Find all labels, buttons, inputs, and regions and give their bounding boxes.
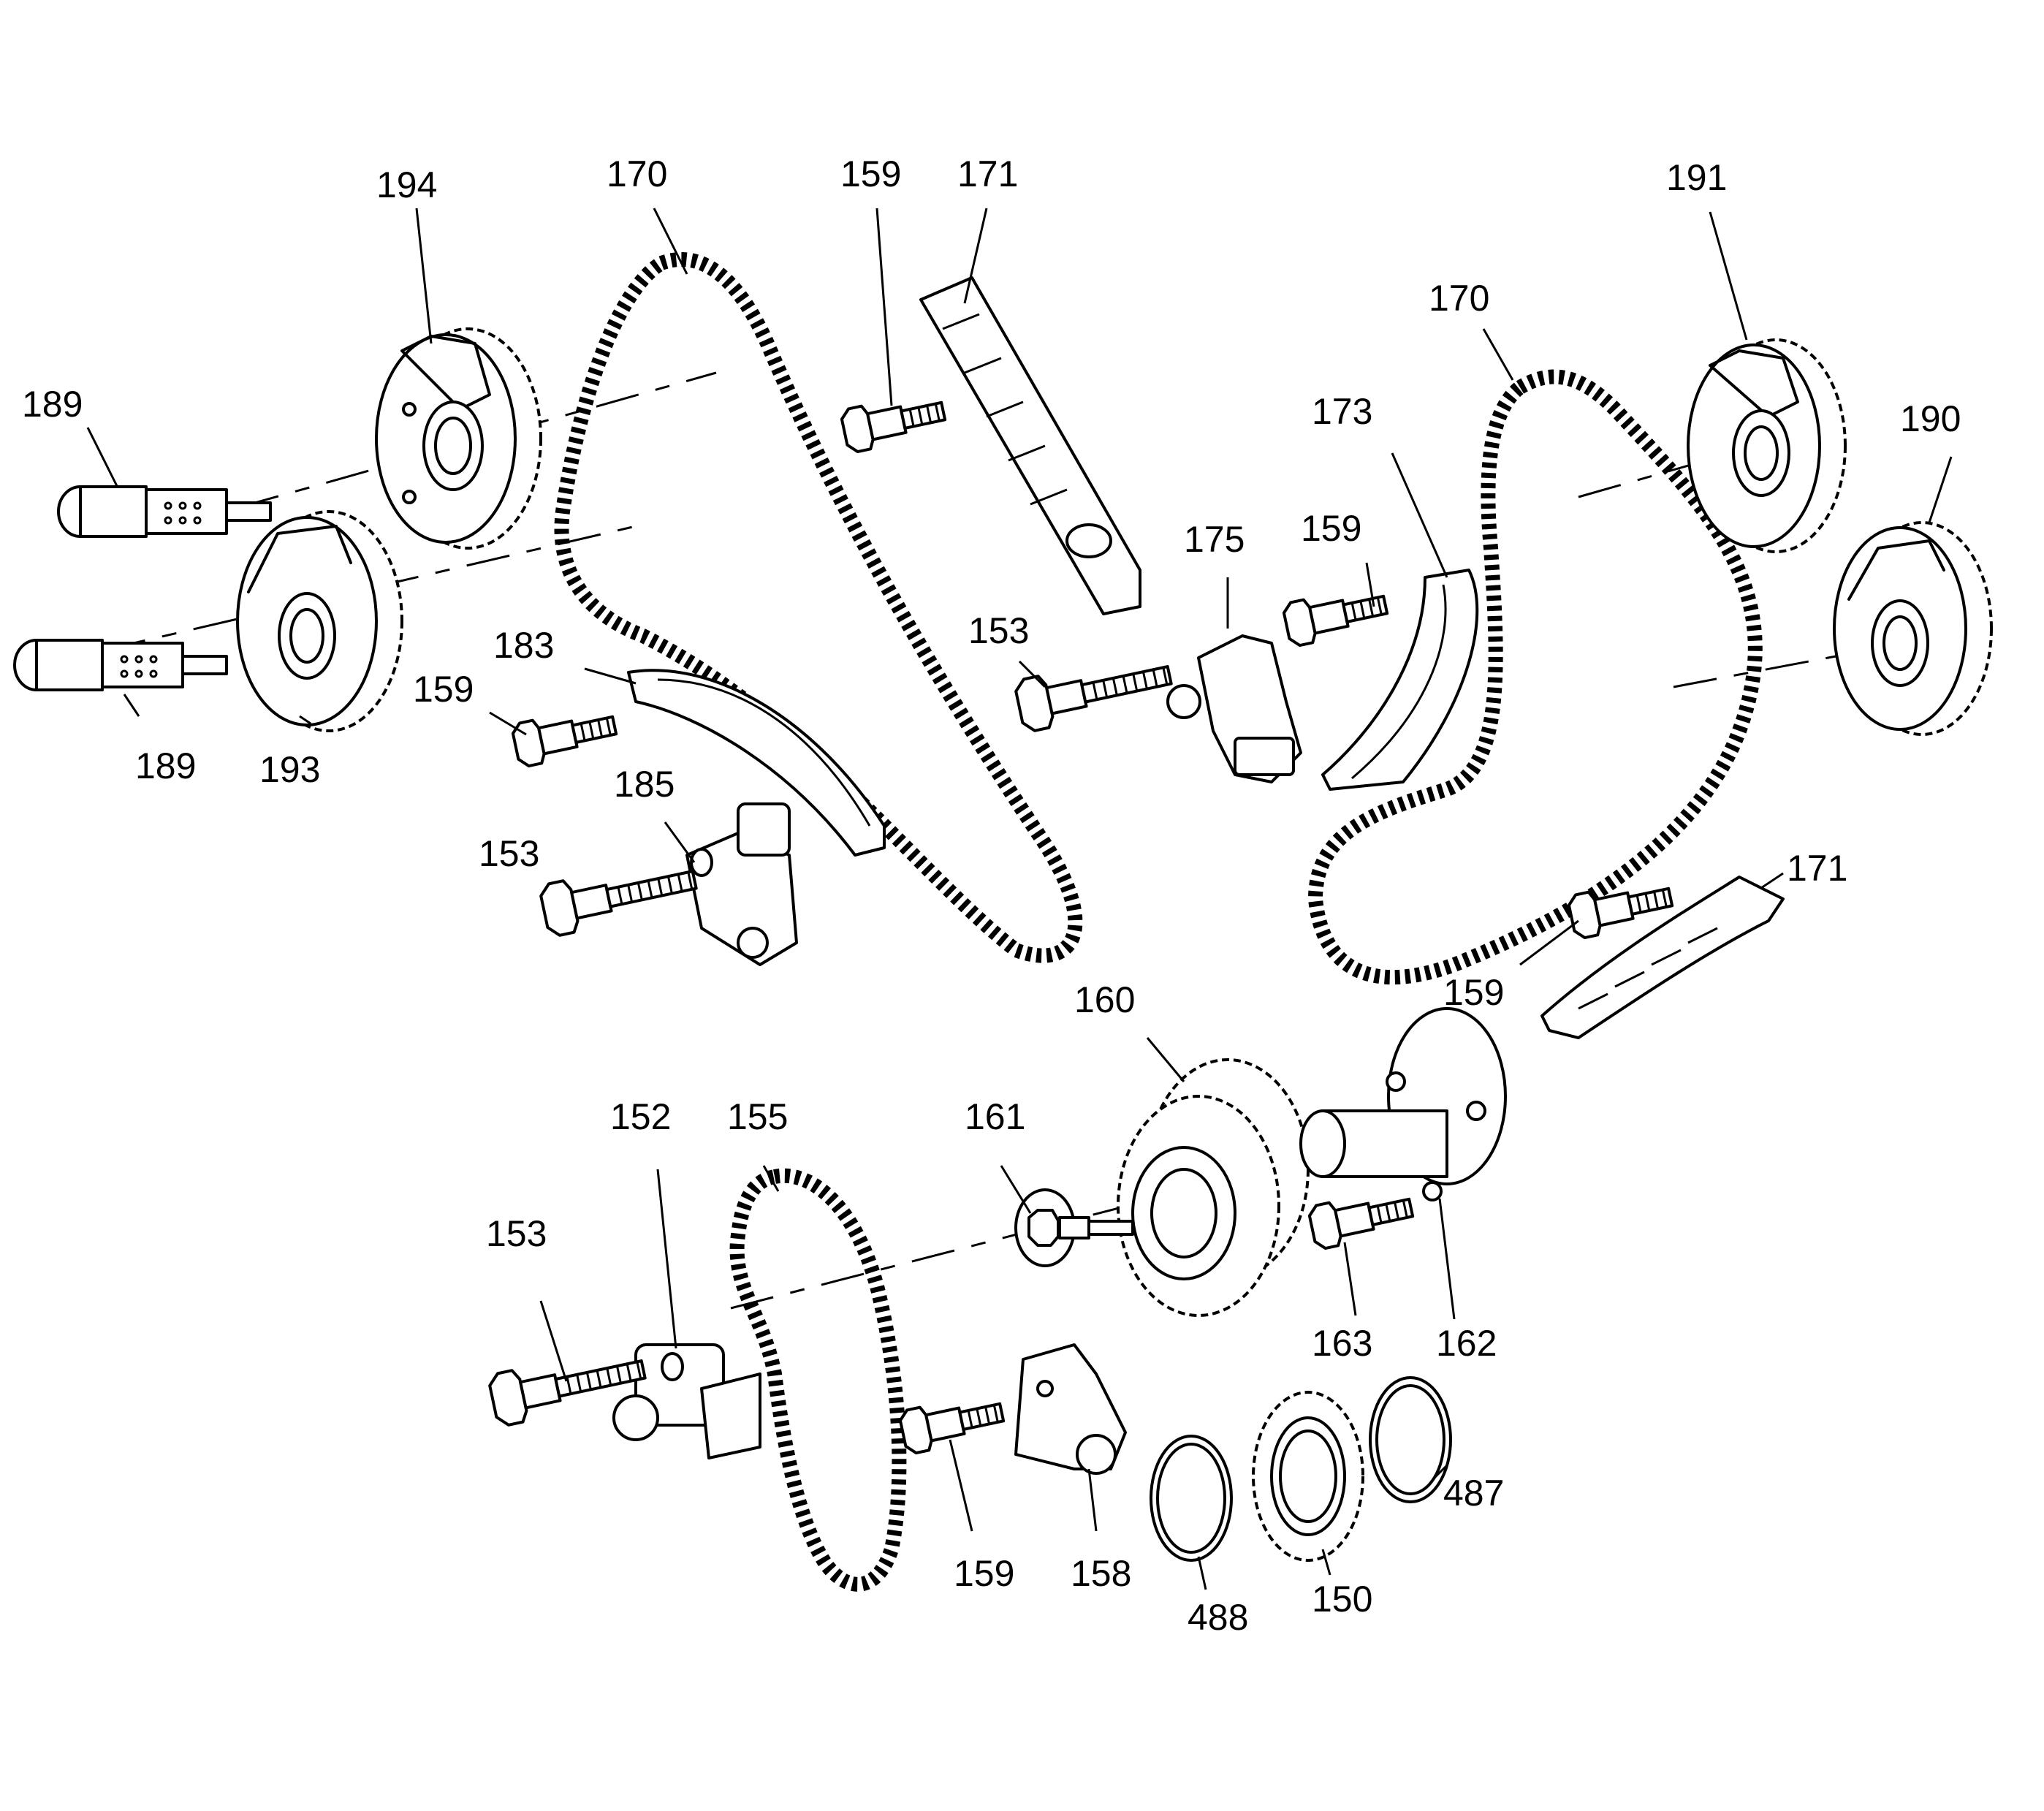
callout-155: 155 bbox=[727, 1096, 788, 1137]
callout-162: 162 bbox=[1436, 1323, 1497, 1364]
shim-488 bbox=[1150, 1435, 1233, 1562]
bolt-153-mid bbox=[1012, 648, 1177, 734]
callout-159-lower: 159 bbox=[954, 1553, 1014, 1594]
callout-152: 152 bbox=[610, 1096, 671, 1137]
callout-160: 160 bbox=[1074, 979, 1135, 1020]
callout-183: 183 bbox=[493, 625, 554, 666]
callout-189-lower: 189 bbox=[135, 745, 196, 786]
intake-cam-actuator-left bbox=[375, 327, 542, 550]
callout-170-left: 170 bbox=[607, 153, 667, 194]
leader-lines bbox=[86, 208, 1953, 1590]
tensioner-shoe-left bbox=[627, 669, 886, 857]
left-cam-chain bbox=[554, 252, 1083, 963]
callout-150: 150 bbox=[1312, 1579, 1372, 1620]
upper-chain-guide-left bbox=[919, 276, 1141, 615]
callout-153-left: 153 bbox=[479, 833, 539, 874]
callout-171-lower: 171 bbox=[1787, 848, 1847, 889]
crank-sprocket-bolt-washer bbox=[1014, 1188, 1134, 1267]
callout-487: 487 bbox=[1443, 1473, 1504, 1514]
callout-189-upper: 189 bbox=[22, 384, 83, 425]
callout-488: 488 bbox=[1188, 1597, 1248, 1638]
callout-163: 163 bbox=[1312, 1323, 1372, 1364]
oil-pump-sprocket bbox=[1252, 1391, 1364, 1562]
oil-pump-drive-housing bbox=[1299, 1007, 1507, 1201]
callout-191: 191 bbox=[1666, 157, 1727, 198]
bolt-159-left bbox=[509, 702, 620, 770]
actuator-bolt-lower bbox=[13, 639, 228, 691]
bolt-163 bbox=[1306, 1185, 1417, 1252]
callout-170-right: 170 bbox=[1429, 278, 1489, 319]
callout-153-mid: 153 bbox=[968, 610, 1029, 651]
callout-161: 161 bbox=[965, 1096, 1025, 1137]
callout-153-lower: 153 bbox=[486, 1213, 547, 1254]
crank-sprocket-assembly bbox=[1117, 1058, 1310, 1317]
callout-159-left: 159 bbox=[413, 669, 474, 710]
tensioner-left bbox=[685, 802, 798, 966]
bolt-153-left bbox=[537, 852, 702, 939]
exhaust-cam-actuator-left bbox=[236, 510, 403, 732]
intake-cam-actuator-right bbox=[1687, 338, 1847, 553]
callout-171-top: 171 bbox=[957, 153, 1018, 194]
guide-lower bbox=[1014, 1343, 1127, 1475]
tensioner-shoe-right bbox=[1321, 569, 1479, 791]
callout-labels: 194 170 159 171 191 170 173 190 189 175 … bbox=[22, 153, 1961, 1638]
actuator-bolt-upper bbox=[57, 485, 272, 538]
lower-crank-chain bbox=[729, 1168, 907, 1592]
callout-190: 190 bbox=[1900, 398, 1961, 439]
shim-487 bbox=[1369, 1376, 1452, 1503]
exhaust-cam-actuator-right bbox=[1833, 521, 1993, 736]
callout-159-top: 159 bbox=[840, 153, 901, 194]
callout-185: 185 bbox=[614, 764, 675, 805]
callout-193: 193 bbox=[259, 749, 320, 790]
callout-194: 194 bbox=[376, 164, 437, 205]
tensioner-lower bbox=[612, 1343, 761, 1459]
callout-159-right: 159 bbox=[1301, 508, 1361, 549]
callout-173: 173 bbox=[1312, 391, 1372, 432]
tensioner-right bbox=[1166, 634, 1302, 783]
bolt-159-top bbox=[838, 388, 949, 455]
lower-chain-guide-right bbox=[1540, 876, 1785, 1039]
callout-159-lower-right: 159 bbox=[1443, 972, 1504, 1013]
bolt-159-right bbox=[1280, 582, 1391, 649]
callout-158: 158 bbox=[1071, 1553, 1131, 1594]
callout-175: 175 bbox=[1184, 519, 1245, 560]
